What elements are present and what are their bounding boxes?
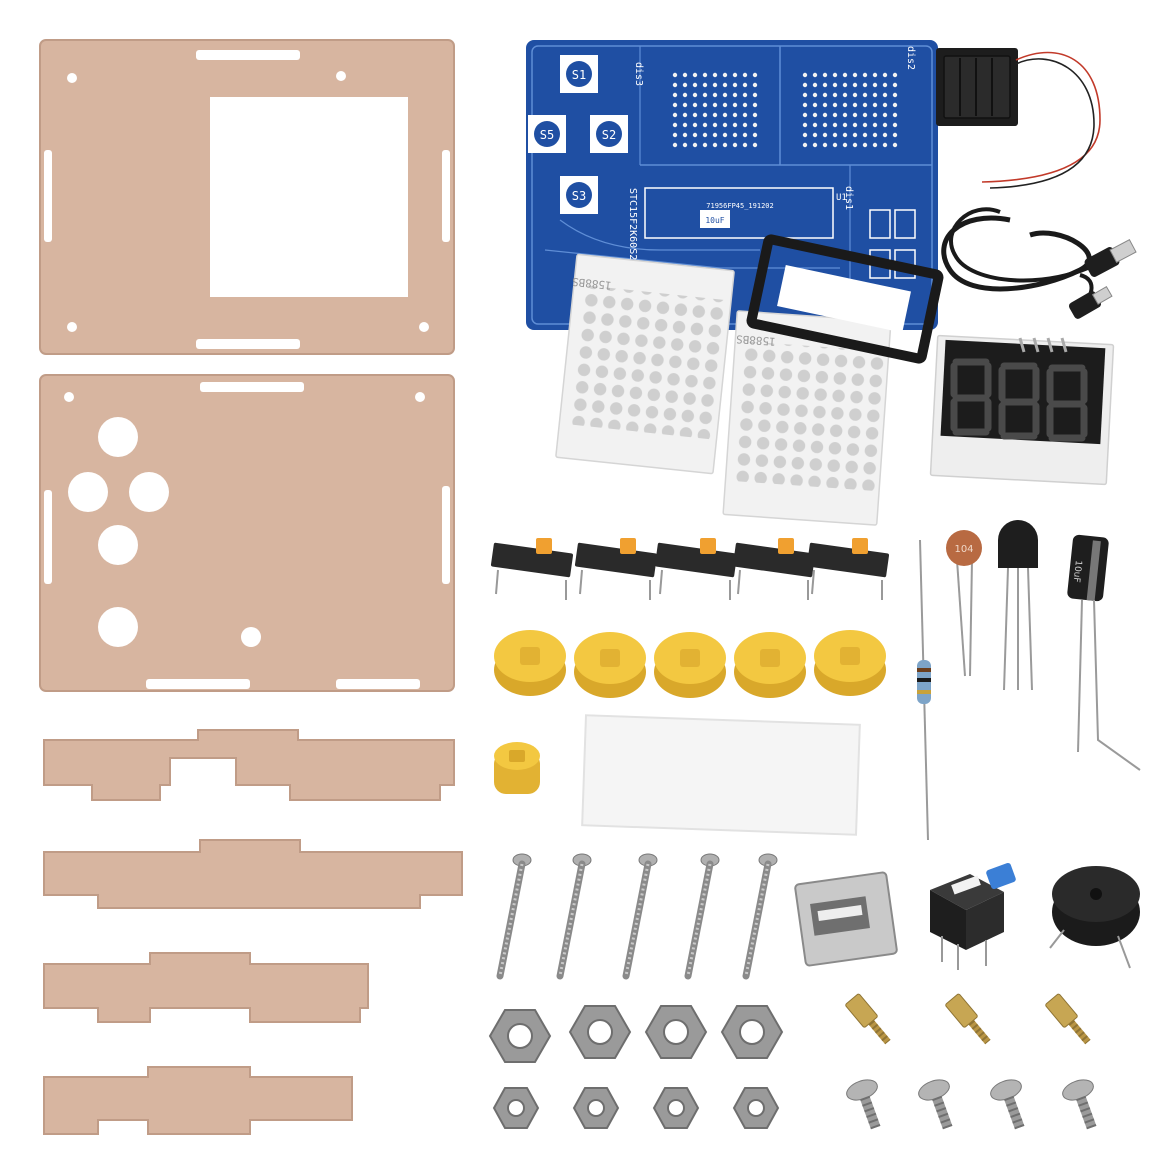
acrylic-top-panel bbox=[39, 39, 455, 355]
pcb-ic-label: U1 bbox=[836, 193, 847, 203]
ic-socket bbox=[746, 234, 944, 364]
seven-segment-display bbox=[929, 334, 1115, 486]
pcb-chip-code: 71956FP45_191202 bbox=[706, 202, 773, 210]
pcb-button-label-s2: S2 bbox=[602, 128, 616, 142]
pcb-cap-footprint bbox=[700, 210, 730, 228]
resistor bbox=[917, 539, 931, 841]
pcb-label-dis1: dis1 bbox=[843, 186, 854, 210]
usb-cable bbox=[941, 207, 1137, 319]
battery-holder bbox=[936, 48, 1101, 189]
pcb-cap-label: 10uF bbox=[705, 216, 724, 225]
small-nut-row bbox=[492, 1087, 780, 1129]
small-button-cap bbox=[494, 742, 540, 794]
adhesive-pad bbox=[581, 714, 861, 836]
acrylic-side-strips bbox=[43, 729, 463, 1135]
pcb-mcu-footprint bbox=[644, 187, 834, 239]
pcb-button-footprints: S1 S5 S2 S3 bbox=[528, 55, 628, 214]
tact-switch-row bbox=[490, 538, 890, 600]
pcb-button-label-s1: S1 bbox=[572, 68, 586, 82]
buzzer bbox=[1049, 866, 1140, 969]
pcb-label-dis3: dis3 bbox=[633, 62, 644, 86]
transistor bbox=[998, 520, 1038, 691]
long-screw-row bbox=[496, 853, 778, 980]
short-screw-row bbox=[846, 1079, 1097, 1130]
electrolytic-capacitor: 10uF bbox=[1067, 534, 1141, 771]
led-matrix-right: 1588BS bbox=[722, 310, 892, 526]
matrix-label-left: 1588BS bbox=[571, 275, 612, 292]
pcb-button-label-s3: S3 bbox=[572, 189, 586, 203]
pcb-button-label-s5: S5 bbox=[540, 128, 554, 142]
self-locking-switch bbox=[930, 863, 1016, 970]
matrix-label-right: 1588BS bbox=[736, 332, 777, 348]
pcb-chip-label: STC15F2K60S2 bbox=[627, 188, 638, 260]
acrylic-button-panel bbox=[39, 374, 455, 692]
ceramic-capacitor: 104 bbox=[946, 530, 982, 677]
usb-a-socket bbox=[794, 871, 898, 967]
large-nut-row bbox=[488, 1005, 784, 1063]
brass-standoff-row bbox=[845, 993, 1091, 1045]
pcb-label-dis2: dis2 bbox=[905, 46, 916, 70]
led-matrix-left: 1588BS bbox=[555, 253, 735, 475]
pcb-hole-grid-right bbox=[798, 70, 898, 150]
electrolytic-cap-label: 10uF bbox=[1071, 560, 1083, 583]
pcb-hole-grid-left bbox=[668, 70, 758, 150]
ceramic-cap-label: 104 bbox=[954, 544, 973, 555]
button-cap-row bbox=[494, 630, 886, 698]
